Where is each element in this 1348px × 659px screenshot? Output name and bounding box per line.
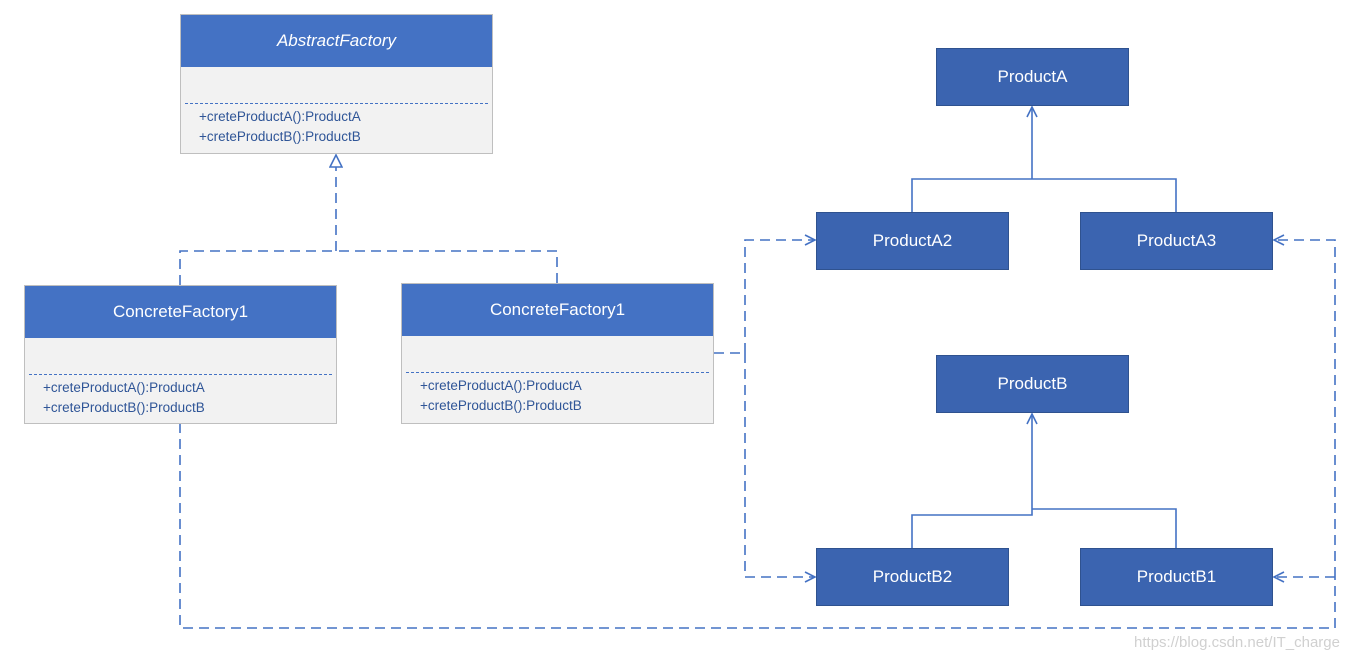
generalization-a [911,107,1177,212]
method-create-product-a: +creteProductA():ProductA [43,380,205,395]
concrete-factory-left-body: +creteProductA():ProductA +creteProductB… [25,338,336,423]
dependency-to-product-a3 [1274,240,1336,577]
class-separator [29,374,332,375]
concrete-factory-right-body: +creteProductA():ProductA +creteProductB… [402,336,713,423]
method-create-product-b: +creteProductB():ProductB [43,400,205,415]
dependency-to-product-a2 [744,240,815,353]
dependency-left-factory [179,423,1336,629]
concrete-factory-right-class[interactable]: ConcreteFactory1 +creteProductA():Produc… [401,283,714,424]
generalization-b [911,414,1177,548]
product-b-box[interactable]: ProductB [936,355,1129,413]
product-a3-box[interactable]: ProductA3 [1080,212,1273,270]
concrete-factory-left-title: ConcreteFactory1 [25,286,336,338]
abstract-factory-class[interactable]: AbstractFactory +creteProductA():Product… [180,14,493,154]
method-list: +creteProductA():ProductA +creteProductB… [420,376,582,416]
method-create-product-a: +creteProductA():ProductA [199,109,361,124]
product-a-box[interactable]: ProductA [936,48,1129,106]
abstract-factory-body: +creteProductA():ProductA +creteProductB… [181,67,492,153]
class-separator [406,372,709,373]
abstract-factory-title: AbstractFactory [181,15,492,67]
method-create-product-b: +creteProductB():ProductB [199,129,361,144]
dependency-to-product-b2 [744,353,815,577]
product-b2-box[interactable]: ProductB2 [816,548,1009,606]
method-list: +creteProductA():ProductA +creteProductB… [43,378,205,418]
watermark-text: https://blog.csdn.net/IT_charge [1134,634,1340,651]
concrete-factory-left-class[interactable]: ConcreteFactory1 +creteProductA():Produc… [24,285,337,424]
realization-connector-left [179,250,336,285]
product-b1-box[interactable]: ProductB1 [1080,548,1273,606]
class-separator [185,103,488,104]
concrete-factory-right-title: ConcreteFactory1 [402,284,713,336]
method-list: +creteProductA():ProductA +creteProductB… [199,107,361,147]
product-a2-box[interactable]: ProductA2 [816,212,1009,270]
method-create-product-a: +creteProductA():ProductA [420,378,582,393]
realization-connector-right [336,250,558,283]
method-create-product-b: +creteProductB():ProductB [420,398,582,413]
